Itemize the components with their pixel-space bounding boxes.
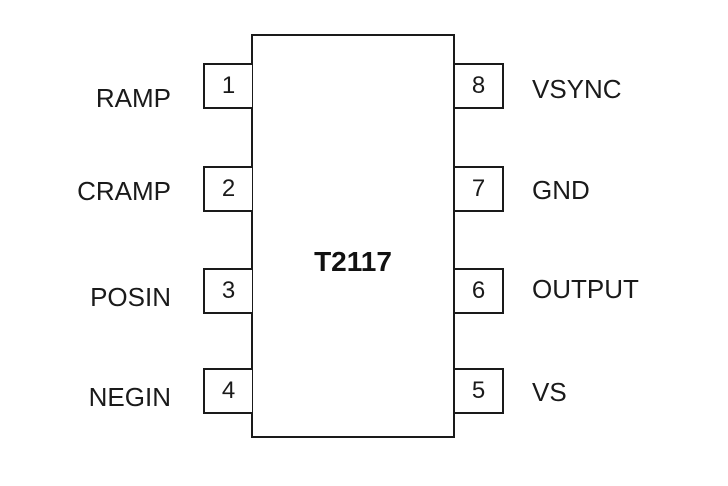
- pin-6-box: 6: [455, 268, 504, 314]
- chip-name: T2117: [314, 246, 392, 277]
- pin-7-label: GND: [532, 175, 590, 205]
- pin-1-label: RAMP: [95, 83, 171, 113]
- pin-2-label: CRAMP: [77, 176, 171, 206]
- pin-2-box: 2: [203, 166, 252, 212]
- pin-3-box: 3: [203, 268, 252, 314]
- pin-3-label: POSIN: [90, 282, 171, 312]
- pin-7-box: 7: [455, 166, 504, 212]
- chip-body: T2117: [251, 34, 455, 438]
- pin-4-box: 4: [203, 368, 252, 414]
- pin-5-box: 5: [455, 368, 504, 414]
- pin-1-box: 1: [203, 63, 252, 109]
- pin-8-box: 8: [455, 63, 504, 109]
- pin-5-label: VS: [532, 377, 567, 407]
- pin-8-label: VSYNC: [532, 74, 622, 104]
- pin-6-label: OUTPUT: [532, 274, 639, 304]
- pin-4-label: NEGIN: [88, 382, 171, 412]
